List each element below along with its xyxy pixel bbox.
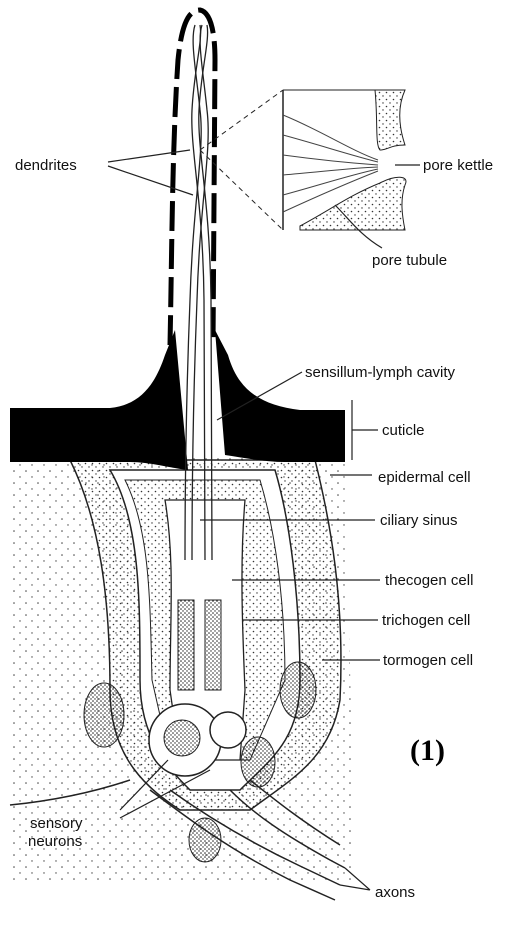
leader-dendrites (108, 150, 193, 195)
pore-inset-bottom (300, 177, 406, 230)
inner-segment-right (205, 600, 221, 690)
neuron-body-2 (210, 712, 246, 748)
label-trichogen-cell: trichogen cell (382, 612, 470, 629)
figure-number: (1) (410, 734, 445, 767)
label-sensory: sensory (30, 815, 83, 832)
pore-inset (200, 90, 406, 230)
label-lymph-cavity: sensillum-lymph cavity (305, 364, 456, 381)
label-epidermal-cell: epidermal cell (378, 469, 471, 486)
label-pore-tubule: pore tubule (372, 252, 447, 269)
leader-cuticle (352, 400, 378, 460)
trichogen-nucleus (241, 737, 275, 787)
label-ciliary-sinus: ciliary sinus (380, 512, 458, 529)
pore-inset-top (283, 90, 405, 150)
cuticle-right (215, 330, 345, 462)
label-axons: axons (375, 884, 415, 901)
label-dendrites: dendrites (15, 157, 77, 174)
cuticle-left (10, 330, 188, 470)
label-pore-kettle: pore kettle (423, 157, 493, 174)
label-tormogen-cell: tormogen cell (383, 652, 473, 669)
tormogen-nucleus-left (84, 683, 124, 747)
label-cuticle: cuticle (382, 422, 425, 439)
glia-nucleus (189, 818, 221, 862)
hair-shaft (170, 10, 215, 345)
neuron-nucleus-1 (164, 720, 200, 756)
inner-segment-left (178, 600, 194, 690)
label-thecogen-cell: thecogen cell (385, 572, 473, 589)
tormogen-nucleus-right (280, 662, 316, 718)
label-neurons: neurons (28, 833, 82, 850)
